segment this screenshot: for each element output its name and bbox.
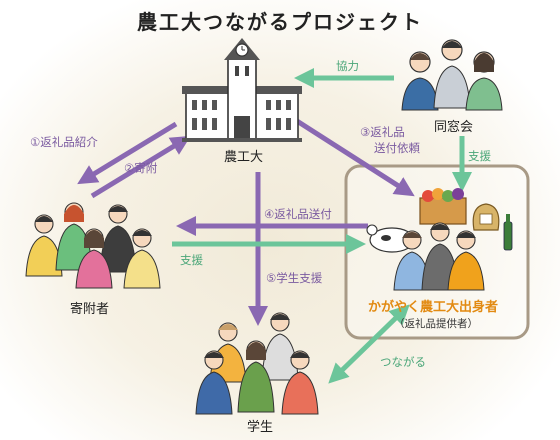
alumni-label: 同窓会 — [434, 120, 474, 135]
student-support-label: ⑤学生支援 — [266, 271, 323, 285]
arrow-connect — [328, 304, 410, 384]
cooperation-label: 協力 — [336, 59, 359, 73]
student-group-icon — [195, 312, 319, 415]
local-products-icon — [366, 188, 513, 253]
diagram-title: 農工大つながるプロジェクト — [137, 10, 423, 34]
gift-request-label-1: ③返礼品 — [360, 125, 405, 139]
donors-label: 寄附者 — [70, 302, 110, 317]
graduates-group-icon — [393, 222, 485, 291]
connect-label: つながる — [380, 355, 426, 369]
arrow-gift-intro — [77, 121, 178, 185]
university-building-icon — [182, 38, 302, 142]
university-label: 農工大 — [224, 150, 264, 165]
support-alumni-label: 支援 — [468, 149, 491, 163]
gift-request-label-2: 送付依頼 — [374, 141, 420, 155]
donor-group-icon — [25, 202, 161, 289]
gift-sending-label: ④返礼品送付 — [264, 207, 332, 221]
arrow-gift-request — [284, 111, 415, 197]
alumni-group-icon — [401, 39, 503, 111]
students-label: 学生 — [247, 420, 274, 435]
graduates-label: かがやく農工大出身者 — [368, 300, 499, 315]
arrow-donation — [90, 135, 191, 199]
graduates-sub-label: （返礼品提供者） — [394, 318, 478, 330]
support-donor-label: 支援 — [180, 253, 203, 267]
gift-intro-label: ①返礼品紹介 — [30, 135, 98, 149]
donation-label: ②寄附 — [124, 161, 158, 175]
